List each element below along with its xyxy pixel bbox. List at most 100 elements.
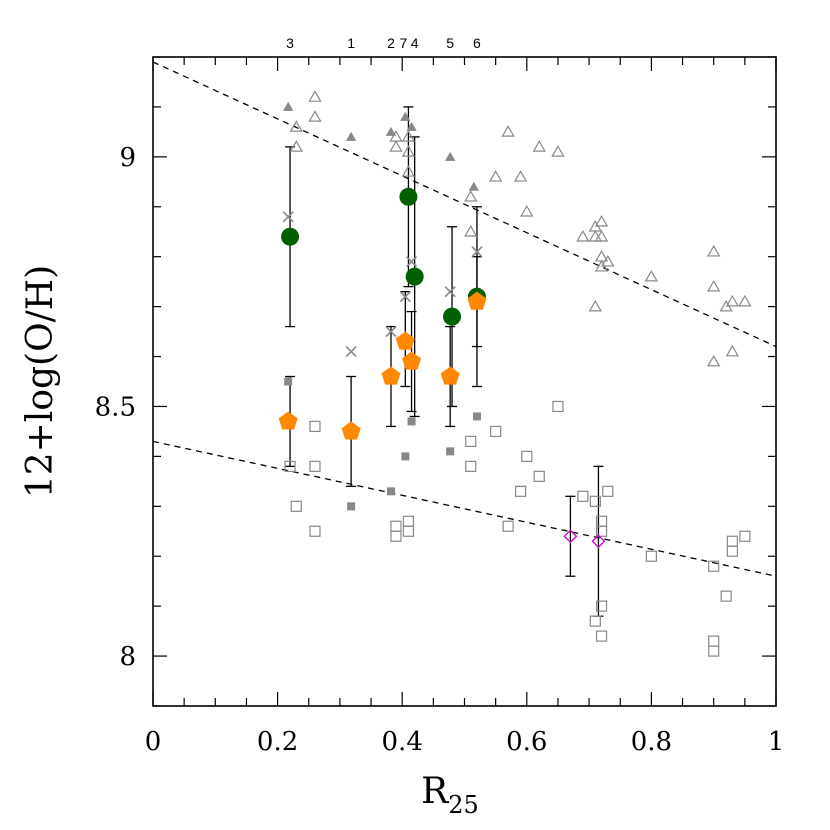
upper-fit-line [152,61,777,348]
open-triangle-point [289,120,303,132]
open-triangle-point [725,294,740,307]
open-square-point [577,490,589,502]
filled-square-point [407,417,416,426]
filled-triangle-point [406,121,417,131]
open-triangle-point [551,145,565,157]
open-triangle-point [707,279,721,292]
open-square-point [708,635,720,647]
open-triangle-point [464,190,478,202]
cross-point [444,286,456,298]
cross-point [385,326,397,338]
filled-pentagon-series [278,291,487,440]
filled-square-point [401,452,410,461]
x-tick-label: 0.2 [257,727,298,757]
open-square-point [595,630,608,642]
cross-stroke-b [399,291,411,303]
orange-pentagon-point [341,421,361,440]
open-triangle-point [588,299,602,312]
open-triangle-point [707,354,721,367]
open-square-point [290,500,302,512]
open-square-point [708,560,720,572]
open-square-point [284,460,296,472]
top-object-label: 3 [286,35,294,51]
open-square-point [465,460,477,472]
open-triangle-point [501,125,515,137]
green-circle-point [281,227,300,246]
open-square-point [726,545,738,557]
open-square-point [390,530,402,542]
filled-triangle-point [400,111,411,121]
open-triangle-point [308,110,322,122]
cross-stroke-b [345,345,357,358]
open-square-point [595,525,608,537]
open-square-point [533,470,545,482]
open-square-point [309,460,321,472]
open-square-point [514,485,527,497]
filled-circle-series [281,187,486,326]
x-tick-label: 0.6 [506,727,547,757]
y-tick-label: 8 [119,642,136,672]
green-circle-point [443,307,462,326]
open-triangle-series [289,90,752,367]
open-triangle-point [601,254,615,267]
open-square-point [602,485,614,497]
filled-triangle-series [282,101,480,191]
filled-square-point [446,447,455,456]
open-square-point [708,645,720,657]
x-tick-label: 0.4 [382,727,423,757]
orange-pentagon-point [402,351,422,370]
error-bar [593,465,604,617]
plot-frame [152,56,777,707]
x-axis-title-subscript: 25 [448,791,479,819]
open-triangle-point [576,230,590,242]
open-triangle-point [289,140,303,152]
open-square-point [390,520,402,532]
cross-point [282,211,294,223]
magenta-diamond-point [563,529,578,544]
cross-point [405,256,418,268]
filled-square-point [284,377,293,386]
open-square-point [645,550,658,562]
open-square-point [589,495,601,507]
open-triangle-point [401,145,416,157]
top-object-label: 6 [473,35,481,51]
open-triangle-point [401,165,416,177]
filled-triangle-point [468,181,480,191]
open-triangle-point [464,225,478,237]
open-square-series [284,400,751,657]
cross-point [345,345,357,358]
open-square-point [309,420,321,433]
open-triangle-point [513,170,528,182]
x-axis-title-main: R [421,771,449,812]
open-triangle-point [308,90,322,102]
open-triangle-point [520,205,534,217]
cross-point [471,246,483,258]
x-tick-label: 0 [145,727,162,757]
filled-square-point [347,502,356,511]
filled-square-point [386,487,395,496]
green-circle-point [405,267,424,286]
top-object-label: 1 [347,35,355,51]
orange-pentagon-point [278,411,298,430]
open-square-point [502,520,514,532]
top-object-label: 2 [387,35,395,51]
cross-point [399,291,411,303]
green-circle-point [399,187,418,206]
plot-area [152,61,777,657]
open-triangle-point [594,215,609,227]
open-square-point [490,425,502,438]
open-triangle-point [594,230,609,242]
orange-pentagon-point [381,366,401,385]
open-square-point [726,535,738,547]
x-axis-title: R25 [421,771,479,819]
cross-stroke-b [444,286,456,298]
orange-pentagon-point [467,291,487,310]
cross-stroke-b [471,246,483,258]
top-object-label: 4 [411,35,419,51]
x-tick-label: 0.8 [631,727,672,757]
cross-stroke-b [385,326,397,338]
open-square-point [739,530,751,542]
top-object-label: 7 [400,35,408,51]
orange-pentagon-point [440,366,460,385]
